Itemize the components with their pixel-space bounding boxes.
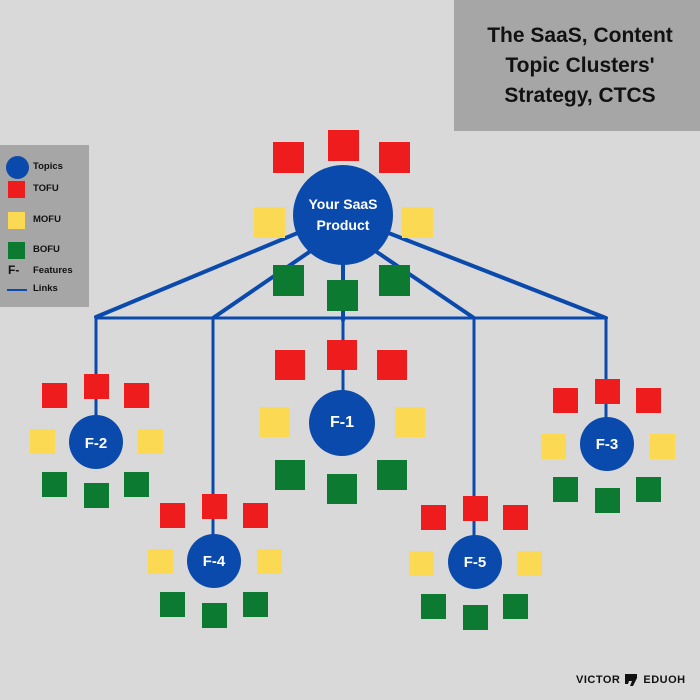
legend-label-links: Links bbox=[33, 283, 58, 294]
bofu-square bbox=[327, 474, 357, 504]
bofu-square bbox=[327, 280, 358, 311]
legend-label-topics: Topics bbox=[33, 161, 63, 172]
tofu-square bbox=[273, 142, 304, 173]
f4-cluster bbox=[148, 494, 282, 628]
brand-mark-icon bbox=[625, 674, 638, 686]
legend-item-tofu: TOFU bbox=[0, 180, 89, 200]
link-line bbox=[94, 230, 302, 319]
f3-topic-circle bbox=[580, 417, 634, 471]
tofu-square-icon bbox=[8, 181, 25, 198]
bofu-square bbox=[202, 603, 227, 628]
legend-item-features: F- Features bbox=[0, 262, 89, 282]
tofu-square bbox=[421, 505, 446, 530]
title-panel: The SaaS, Content Topic Clusters' Strate… bbox=[454, 0, 700, 131]
legend-item-bofu: BOFU bbox=[0, 241, 89, 261]
tofu-square bbox=[327, 340, 357, 370]
bofu-square bbox=[636, 477, 661, 502]
tofu-square bbox=[553, 388, 578, 413]
bofu-square bbox=[595, 488, 620, 513]
bofu-square bbox=[42, 472, 67, 497]
tofu-square bbox=[503, 505, 528, 530]
link-line bbox=[366, 244, 476, 320]
tofu-square bbox=[379, 142, 410, 173]
topic-circle-icon bbox=[6, 156, 29, 179]
tofu-square bbox=[463, 496, 488, 521]
f5-cluster bbox=[409, 496, 542, 630]
bofu-square-icon bbox=[8, 242, 25, 259]
bofu-square bbox=[463, 605, 488, 630]
tofu-square bbox=[328, 130, 359, 161]
legend-item-mofu: MOFU bbox=[0, 211, 89, 231]
mofu-square bbox=[650, 434, 675, 459]
mofu-square bbox=[402, 207, 433, 238]
tofu-square bbox=[202, 494, 227, 519]
mofu-square bbox=[541, 434, 566, 459]
brand-right-text: EDUOH bbox=[643, 674, 686, 686]
tofu-square bbox=[84, 374, 109, 399]
tofu-square bbox=[42, 383, 67, 408]
f1-cluster bbox=[260, 340, 425, 504]
mofu-square bbox=[517, 551, 542, 576]
bofu-square bbox=[503, 594, 528, 619]
f1-topic-circle bbox=[309, 390, 375, 456]
bofu-square bbox=[275, 460, 305, 490]
tofu-square bbox=[275, 350, 305, 380]
mofu-square bbox=[395, 407, 425, 437]
legend-label-mofu: MOFU bbox=[33, 214, 61, 225]
link-line bbox=[384, 230, 608, 320]
tofu-square bbox=[377, 350, 407, 380]
product-cluster bbox=[254, 130, 433, 311]
features-marker: F- bbox=[8, 263, 20, 277]
bofu-square bbox=[160, 592, 185, 617]
f2-cluster bbox=[30, 374, 163, 508]
mofu-square bbox=[409, 551, 434, 576]
legend: Topics TOFU MOFU BOFU F- Features Links bbox=[0, 145, 89, 307]
mofu-square bbox=[257, 549, 282, 574]
mofu-square bbox=[254, 207, 285, 238]
bofu-square bbox=[273, 265, 304, 296]
bofu-square bbox=[84, 483, 109, 508]
legend-item-topics: Topics bbox=[0, 156, 89, 179]
tofu-square bbox=[243, 503, 268, 528]
bofu-square bbox=[124, 472, 149, 497]
f5-topic-circle bbox=[448, 535, 502, 589]
bofu-square bbox=[377, 460, 407, 490]
bofu-square bbox=[379, 265, 410, 296]
legend-label-tofu: TOFU bbox=[33, 183, 59, 194]
mofu-square bbox=[260, 407, 290, 437]
legend-label-features: Features bbox=[33, 265, 73, 276]
legend-item-links: Links bbox=[0, 280, 89, 300]
mofu-square bbox=[138, 429, 163, 454]
brand-left-text: VICTOR bbox=[576, 674, 621, 686]
mofu-square bbox=[30, 429, 55, 454]
legend-label-bofu: BOFU bbox=[33, 244, 60, 255]
tofu-square bbox=[636, 388, 661, 413]
bofu-square bbox=[243, 592, 268, 617]
f3-cluster bbox=[541, 379, 675, 513]
tofu-square bbox=[160, 503, 185, 528]
link-line bbox=[211, 244, 320, 320]
brand-logo: VICTOR EDUOH bbox=[576, 673, 686, 687]
bofu-square bbox=[421, 594, 446, 619]
diagram-title: The SaaS, Content Topic Clusters' Strate… bbox=[487, 23, 673, 107]
f4-topic-circle bbox=[187, 534, 241, 588]
tofu-square bbox=[595, 379, 620, 404]
mofu-square bbox=[148, 549, 173, 574]
mofu-square-icon bbox=[8, 212, 25, 229]
product-topic-circle bbox=[293, 165, 393, 265]
link-line-icon bbox=[7, 289, 27, 291]
tofu-square bbox=[124, 383, 149, 408]
f2-topic-circle bbox=[69, 415, 123, 469]
bofu-square bbox=[553, 477, 578, 502]
